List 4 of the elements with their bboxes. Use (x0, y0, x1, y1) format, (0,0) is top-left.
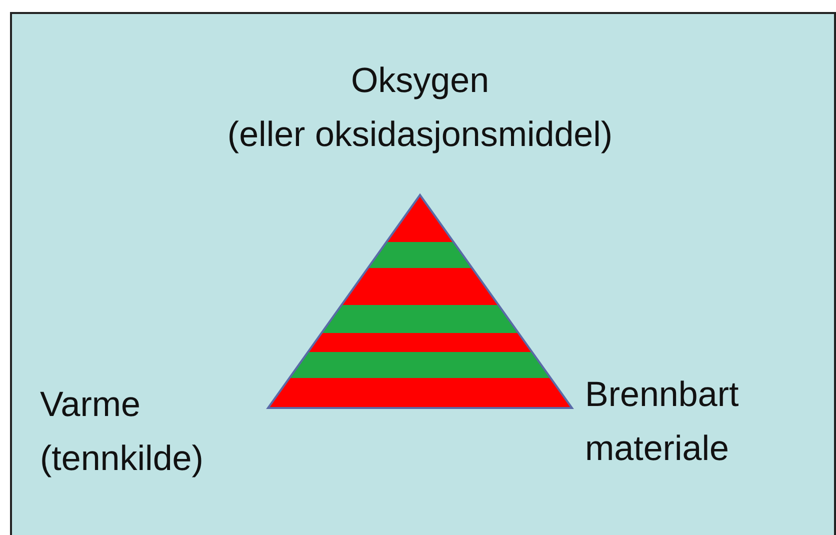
label-text: Brennbart materiale (585, 374, 740, 470)
label-text: Varme (tennkilde) (40, 384, 204, 480)
label-text: (eller oksidasjonsmiddel) (226, 114, 614, 156)
label-text: Oksygen (350, 60, 490, 102)
